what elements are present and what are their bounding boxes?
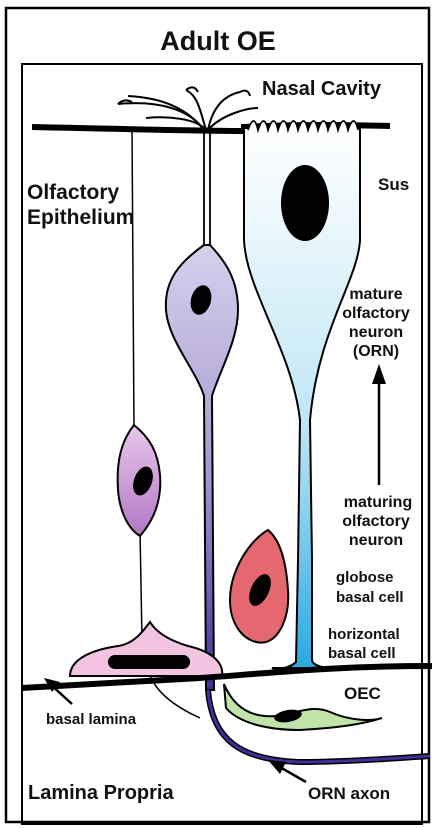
maturing-label-3: neuron xyxy=(349,532,403,549)
horizontal-basal-nucleus xyxy=(108,655,190,669)
globose-label-2: basal cell xyxy=(336,589,404,606)
mature-label-3: neuron xyxy=(349,324,403,341)
lamina-propria-label: Lamina Propria xyxy=(28,782,174,804)
mature-label-4: (ORN) xyxy=(353,343,399,360)
maturing-label-2: olfactory xyxy=(342,513,410,530)
mature-label-1: mature xyxy=(349,286,402,303)
horizontal-label-1: horizontal xyxy=(328,626,400,643)
orn-axon-label: ORN axon xyxy=(308,784,390,803)
horizontal-label-2: basal cell xyxy=(328,645,396,662)
sus-microvilli xyxy=(248,121,358,130)
maturing-label-1: maturing xyxy=(344,494,412,511)
oec-label: OEC xyxy=(344,684,381,703)
diagram-title: Adult OE xyxy=(160,26,276,56)
mature-label-2: olfactory xyxy=(342,305,410,322)
sus-label: Sus xyxy=(378,175,409,194)
basal-lamina-label: basal lamina xyxy=(46,711,137,728)
nasal-cavity-label: Nasal Cavity xyxy=(262,78,382,100)
olfactory-label-1: Olfactory xyxy=(27,181,120,204)
globose-label-1: globose xyxy=(336,569,394,586)
sus-nucleus xyxy=(281,165,329,241)
olfactory-label-2: Epithelium xyxy=(27,206,134,229)
